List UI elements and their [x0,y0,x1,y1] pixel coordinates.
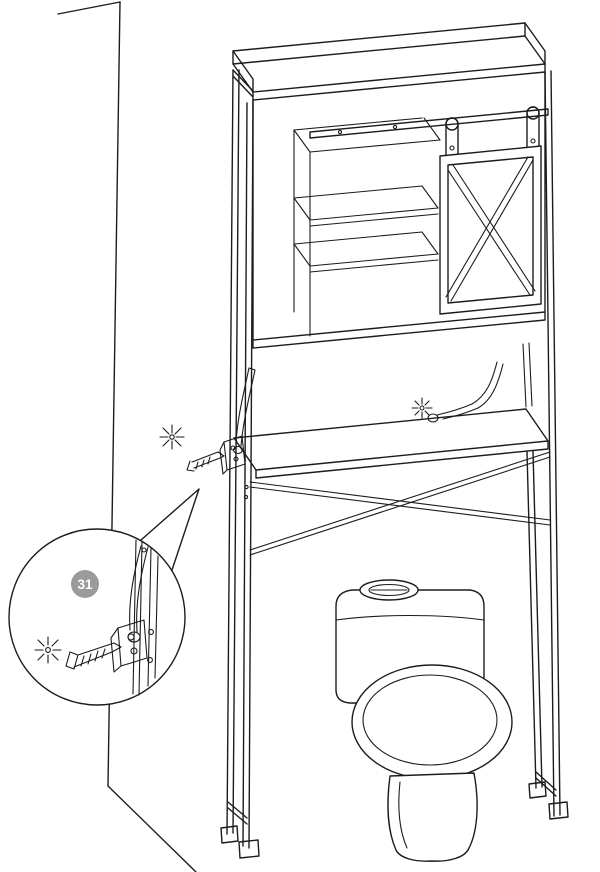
right-front-leg [544,70,561,817]
hanger-bolt [530,138,536,144]
leg-hole [148,629,154,635]
toilet [335,579,513,862]
hanger-strap [526,106,540,151]
lower-shelf [233,408,549,479]
leg-hole [147,657,153,663]
interior-shelves [293,117,441,337]
tank-lid-line [335,614,485,621]
top-surface [232,35,546,93]
door-cross-brace [445,156,536,302]
strap-band [436,403,479,420]
right-back-leg-lower [526,450,543,789]
diagram-art: 31 [8,1,569,872]
strap-eyelet [427,413,439,423]
foot-pad [238,839,260,859]
door-hanger-left [445,117,459,159]
sparkle-center [419,405,425,411]
pointer-lines [140,488,200,571]
sparkle-center [45,647,51,653]
left-back-leg [226,69,240,835]
door-hanger-right [526,106,540,151]
drill-point-sparkle-icon [34,636,62,664]
left-bottom-bar [227,801,248,825]
door-inner-frame [447,156,534,304]
base-contour [398,781,408,849]
brace-rod [249,451,551,556]
sparkle-rays [34,636,62,664]
wall-anchor-screw [186,451,225,472]
leg-screw-hole [244,484,249,490]
wall-top-line [57,1,121,15]
toilet-base [387,772,478,862]
door-panel [439,145,542,315]
rail-bolt [392,124,398,130]
hanger-bolt [449,145,455,151]
wall-bracket [110,619,148,673]
drill-point-sparkle-icon [159,424,185,450]
cabinet-top-rim [232,22,546,101]
sparkle-rays [411,397,433,419]
bracket-hole [230,445,236,451]
floor-line [107,785,197,872]
hanger-strap [445,117,459,159]
shelf-upper [293,185,439,227]
bracket-hole [233,456,239,462]
magnified-screw [65,642,122,670]
anti-tip-strap-right [427,361,504,423]
sparkle-rays [159,424,185,450]
step-number-label: 31 [77,577,93,592]
barn-door [439,145,542,315]
leg-tubes [132,539,159,696]
anti-tip-strap-left [186,367,256,475]
screw-threads [80,648,106,667]
magnified-strap [127,545,149,643]
left-side-top-bar [232,69,254,98]
screw-head [65,651,79,670]
wall-bracket [219,435,246,475]
bracket-hole [130,647,138,655]
cabinet-frame-legs [220,69,569,859]
magnified-leg [132,539,159,696]
sparkle-center [169,434,175,440]
callout-lens [8,528,186,706]
foot-pad [548,801,569,820]
strap-bolt [141,547,147,553]
drill-point-sparkle-icon [411,397,433,419]
badge-circle [71,570,99,598]
shelf-top-surface [233,408,549,471]
side-rims [232,22,546,93]
shelf-front-edge [255,440,549,479]
strap-band [129,545,149,633]
callout-pointer [140,488,200,571]
bracket-hole [127,633,135,641]
step-number-badge: 31 [71,570,99,598]
right-back-leg-upper [522,342,533,408]
foot-pad [220,825,239,844]
wall-edge [57,1,197,872]
top-panel-front-edge [252,63,546,101]
toilet-seat-inner [362,674,498,766]
shelf-lower [293,231,439,273]
brace-rod [249,481,551,526]
rail-bar [309,108,549,139]
left-front-leg [242,99,254,849]
rail-bolt [337,129,343,135]
leg-screw-hole [243,494,249,500]
back-rim [232,22,526,65]
screw-shaft [73,642,122,668]
cross-braces [249,451,551,556]
flush-button-inner [368,583,410,597]
toilet-seat [351,664,513,780]
strap-band [471,361,504,409]
foot-pad [528,781,547,799]
interior-back-panel [293,117,441,337]
callout-circle: 31 [8,528,186,706]
sliding-door-rail [309,108,549,139]
magnified-bracket [110,619,148,673]
